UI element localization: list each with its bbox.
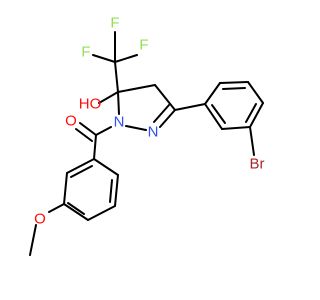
bond-ar2-inner-2 (67, 202, 85, 215)
bond-n1-carbonyl-c (95, 126, 112, 136)
molecule-canvas: F F F HO O N N Br O (29, 15, 265, 256)
atom-bromine: Br (250, 156, 265, 173)
bond-ar1-inner-2 (245, 103, 257, 123)
bond-co-a (79, 122, 97, 136)
bond-co-b (75, 128, 93, 142)
atom-nitrogen-2: N (148, 124, 159, 141)
atom-fluorine-top: F (110, 15, 119, 32)
bond-ar2-5 (63, 172, 68, 205)
bond-c5-oh (98, 91, 119, 104)
bond-ar1-6 (204, 103, 223, 130)
bond-c-f-left (92, 54, 116, 63)
bond-ar1-5 (221, 126, 251, 130)
molecule-structure: F F F HO O N N Br O (29, 15, 265, 256)
atom-carbonyl-oxygen: O (65, 113, 77, 130)
bond-c5-c4 (117, 84, 156, 93)
atom-fluorine-right: F (139, 37, 148, 54)
bond-ar1-3 (247, 81, 264, 104)
bond-c3-n2-b (153, 104, 170, 123)
bond-ar2-1 (93, 158, 119, 176)
atom-hydroxyl: HO (79, 96, 102, 113)
bond-ar2-6 (66, 158, 95, 174)
bonds (29, 31, 264, 256)
atom-nitrogen-1: N (114, 114, 125, 131)
bond-c-f-right (114, 54, 138, 63)
bond-cf3-ring (114, 61, 119, 93)
bond-n1-c5 (117, 91, 120, 115)
bond-c-br (249, 126, 255, 156)
bond-ar1-1 (204, 82, 221, 105)
bond-ar1-2 (219, 81, 249, 84)
bond-n2-n1 (125, 125, 147, 131)
atom-labels: F F F HO O N N Br O (34, 15, 264, 228)
bond-c4-c3 (154, 84, 176, 111)
bond-c3-phenyl (174, 103, 206, 111)
atom-methoxy-oxygen: O (34, 211, 46, 228)
bond-ar2-inner-3 (70, 165, 93, 178)
atom-fluorine-left: F (81, 44, 90, 61)
bond-c3-n2-a (159, 109, 176, 128)
bond-ar1-inner-1 (222, 87, 246, 90)
bond-ar2-inner-1 (109, 179, 113, 203)
bond-o-ch3 (29, 224, 37, 256)
bond-ar-o-methoxy (48, 203, 65, 213)
bond-ar2-3 (87, 205, 116, 221)
bond-ar2-2 (114, 174, 119, 207)
bond-ar1-4 (249, 102, 264, 128)
bond-ar2-4 (63, 203, 89, 221)
bond-carbonyl-phenyl (93, 134, 97, 160)
bond-ar1-inner-3 (211, 104, 226, 124)
